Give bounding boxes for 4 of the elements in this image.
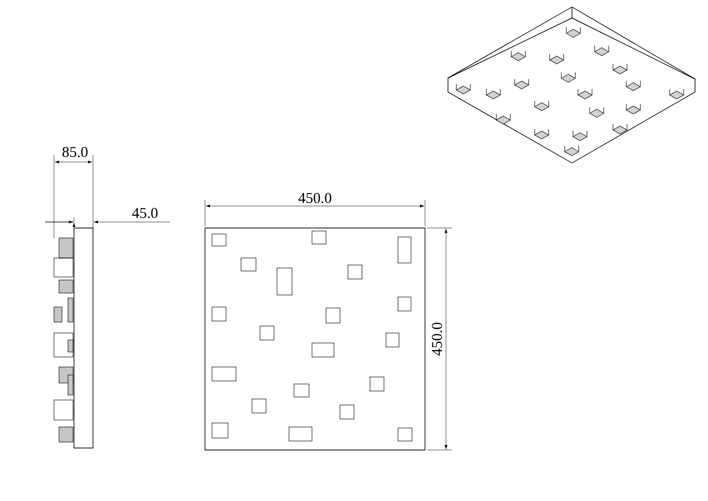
dimension-label: 45.0 <box>132 208 158 218</box>
dimension-label: 85.0 <box>62 146 88 158</box>
dimension-label: 450.0 <box>432 322 442 356</box>
dimension-label: 450.0 <box>298 192 332 204</box>
